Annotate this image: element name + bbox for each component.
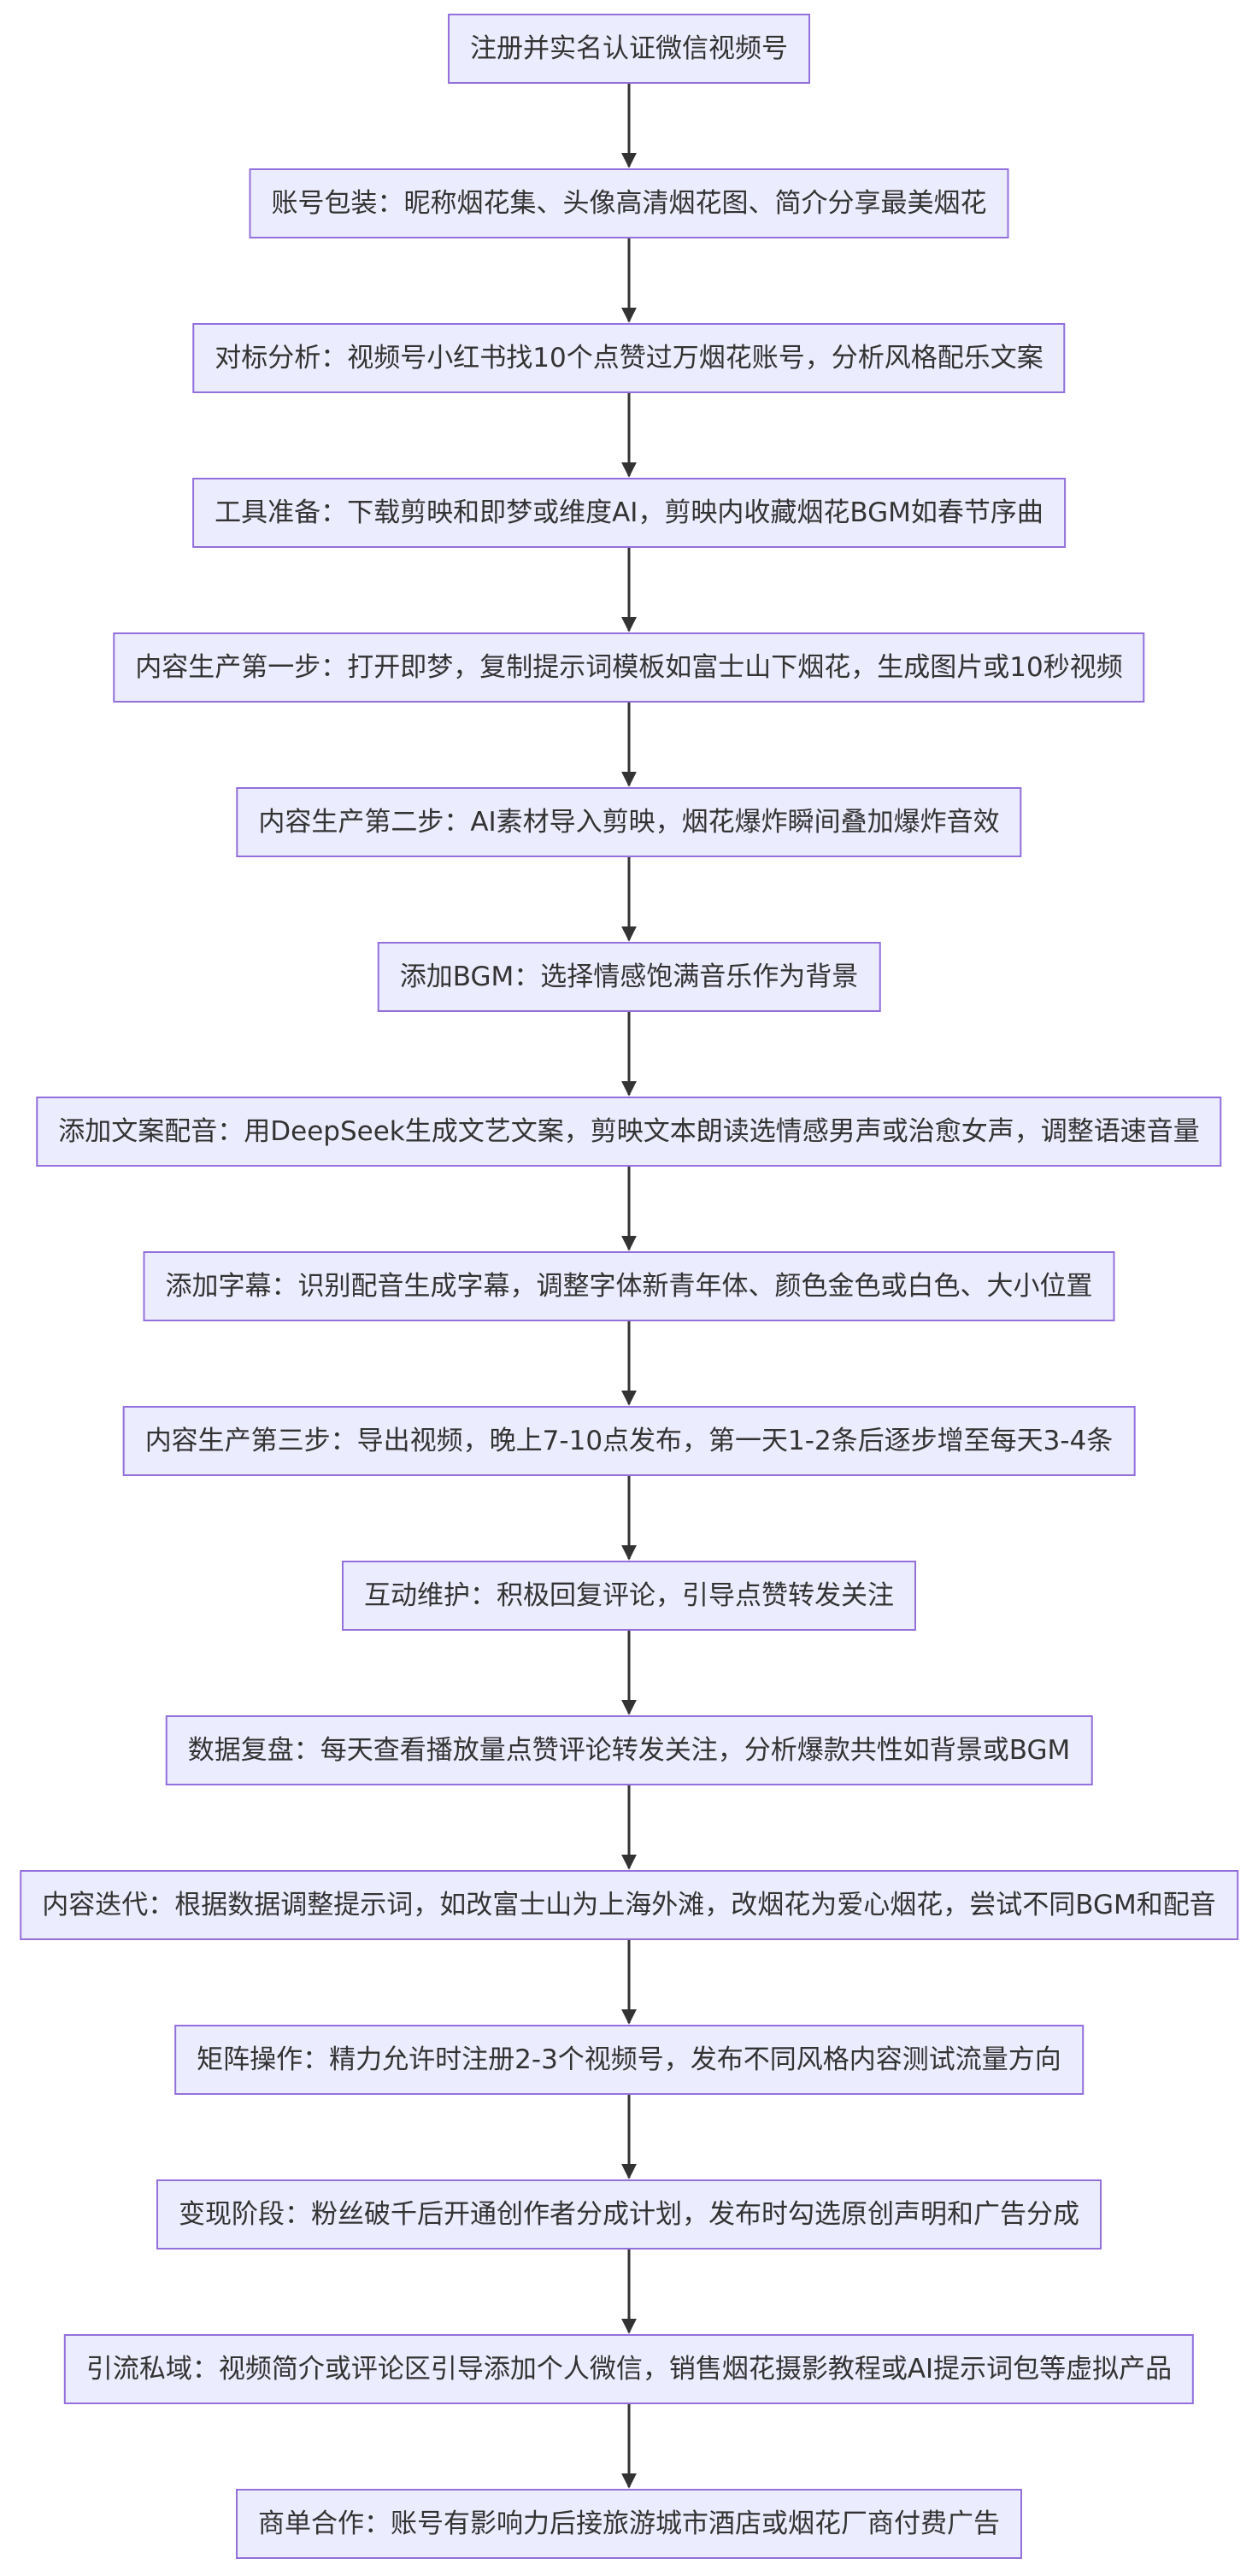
- flow-step-13: 内容迭代：根据数据调整提示词，如改富士山为上海外滩，改烟花为爱心烟花，尝试不同B…: [20, 1870, 1238, 1940]
- flow-step-3: 对标分析：视频号小红书找10个点赞过万烟花账号，分析风格配乐文案: [192, 323, 1066, 393]
- flow-step-8: 添加文案配音：用DeepSeek生成文艺文案，剪映文本朗读选情感男声或治愈女声，…: [36, 1097, 1222, 1167]
- flow-step-6: 内容生产第二步：AI素材导入剪映，烟花爆炸瞬间叠加爆炸音效: [236, 787, 1022, 857]
- flow-step-7: 添加BGM：选择情感饱满音乐作为背景: [377, 942, 881, 1012]
- flow-step-16: 引流私域：视频简介或评论区引导添加个人微信，销售烟花摄影教程或AI提示词包等虚拟…: [63, 2334, 1195, 2404]
- flow-step-4: 工具准备：下载剪映和即梦或维度AI，剪映内收藏烟花BGM如春节序曲: [192, 478, 1066, 548]
- flow-step-17: 商单合作：账号有影响力后接旅游城市酒店或烟花厂商付费广告: [236, 2489, 1022, 2559]
- flow-step-10: 内容生产第三步：导出视频，晚上7-10点发布，第一天1-2条后逐步增至每天3-4…: [122, 1406, 1136, 1476]
- flow-step-11: 互动维护：积极回复评论，引导点赞转发关注: [342, 1561, 916, 1631]
- flow-step-9: 添加字幕：识别配音生成字幕，调整字体新青年体、颜色金色或白色、大小位置: [143, 1251, 1115, 1321]
- flow-step-14: 矩阵操作：精力允许时注册2-3个视频号，发布不同风格内容测试流量方向: [174, 2025, 1084, 2095]
- flow-step-5: 内容生产第一步：打开即梦，复制提示词模板如富士山下烟花，生成图片或10秒视频: [113, 632, 1145, 703]
- flow-step-2: 账号包装：昵称烟花集、头像高清烟花图、简介分享最美烟花: [249, 168, 1009, 238]
- flow-step-12: 数据复盘：每天查看播放量点赞评论转发关注，分析爆款共性如背景或BGM: [165, 1715, 1093, 1785]
- flow-step-1: 注册并实名认证微信视频号: [448, 14, 810, 84]
- flow-step-15: 变现阶段：粉丝破千后开通创作者分成计划，发布时勾选原创声明和广告分成: [156, 2179, 1102, 2250]
